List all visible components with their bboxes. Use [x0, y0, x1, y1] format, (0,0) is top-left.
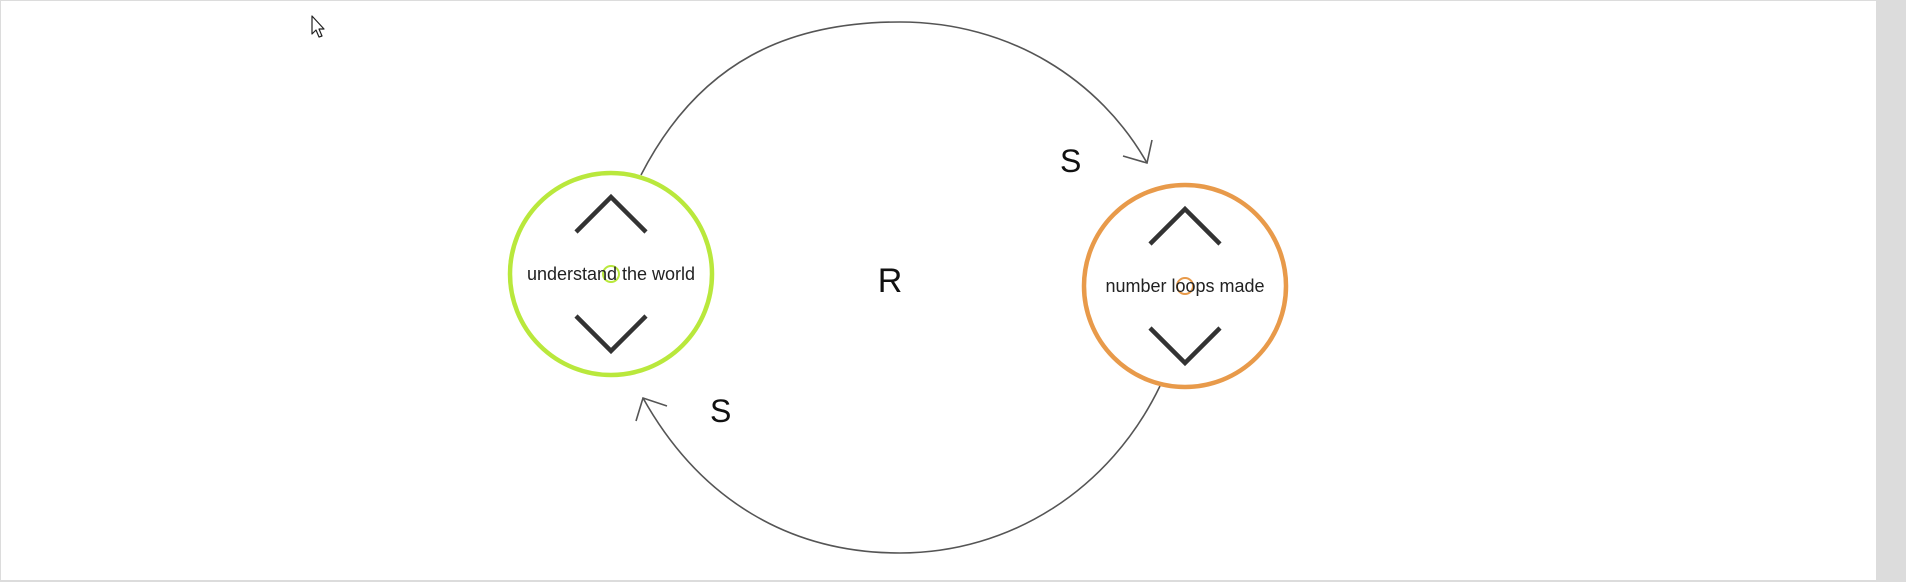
node-label: number loops made [1105, 276, 1264, 296]
decrease-chevron-icon[interactable] [1148, 326, 1222, 367]
link-polarity-label: S [1060, 143, 1081, 179]
node-center-handle[interactable] [602, 265, 620, 283]
link-arc[interactable] [642, 385, 1161, 554]
node-ring [1081, 182, 1289, 390]
arrowhead-icon [635, 396, 668, 422]
increase-chevron-icon[interactable] [574, 193, 648, 234]
node-center-handle[interactable] [1176, 277, 1194, 295]
link-loops-to-understand[interactable]: S [635, 385, 1161, 554]
node-ring [507, 170, 715, 378]
node-label: understand the world [527, 264, 695, 284]
loop-type-label: R [878, 262, 903, 300]
node-number-loops-made[interactable]: number loops made [1081, 182, 1289, 390]
link-arc[interactable] [640, 21, 1148, 176]
increase-chevron-icon[interactable] [1148, 205, 1222, 246]
link-polarity-label: S [710, 393, 731, 429]
arrowhead-icon [1122, 139, 1153, 165]
decrease-chevron-icon[interactable] [574, 314, 648, 355]
link-understand-to-loops[interactable]: S [640, 21, 1153, 179]
diagram-canvas[interactable] [1, 1, 1876, 580]
node-understand-the-world[interactable]: understand the world [507, 170, 715, 378]
cursor-pointer-icon [311, 15, 325, 38]
